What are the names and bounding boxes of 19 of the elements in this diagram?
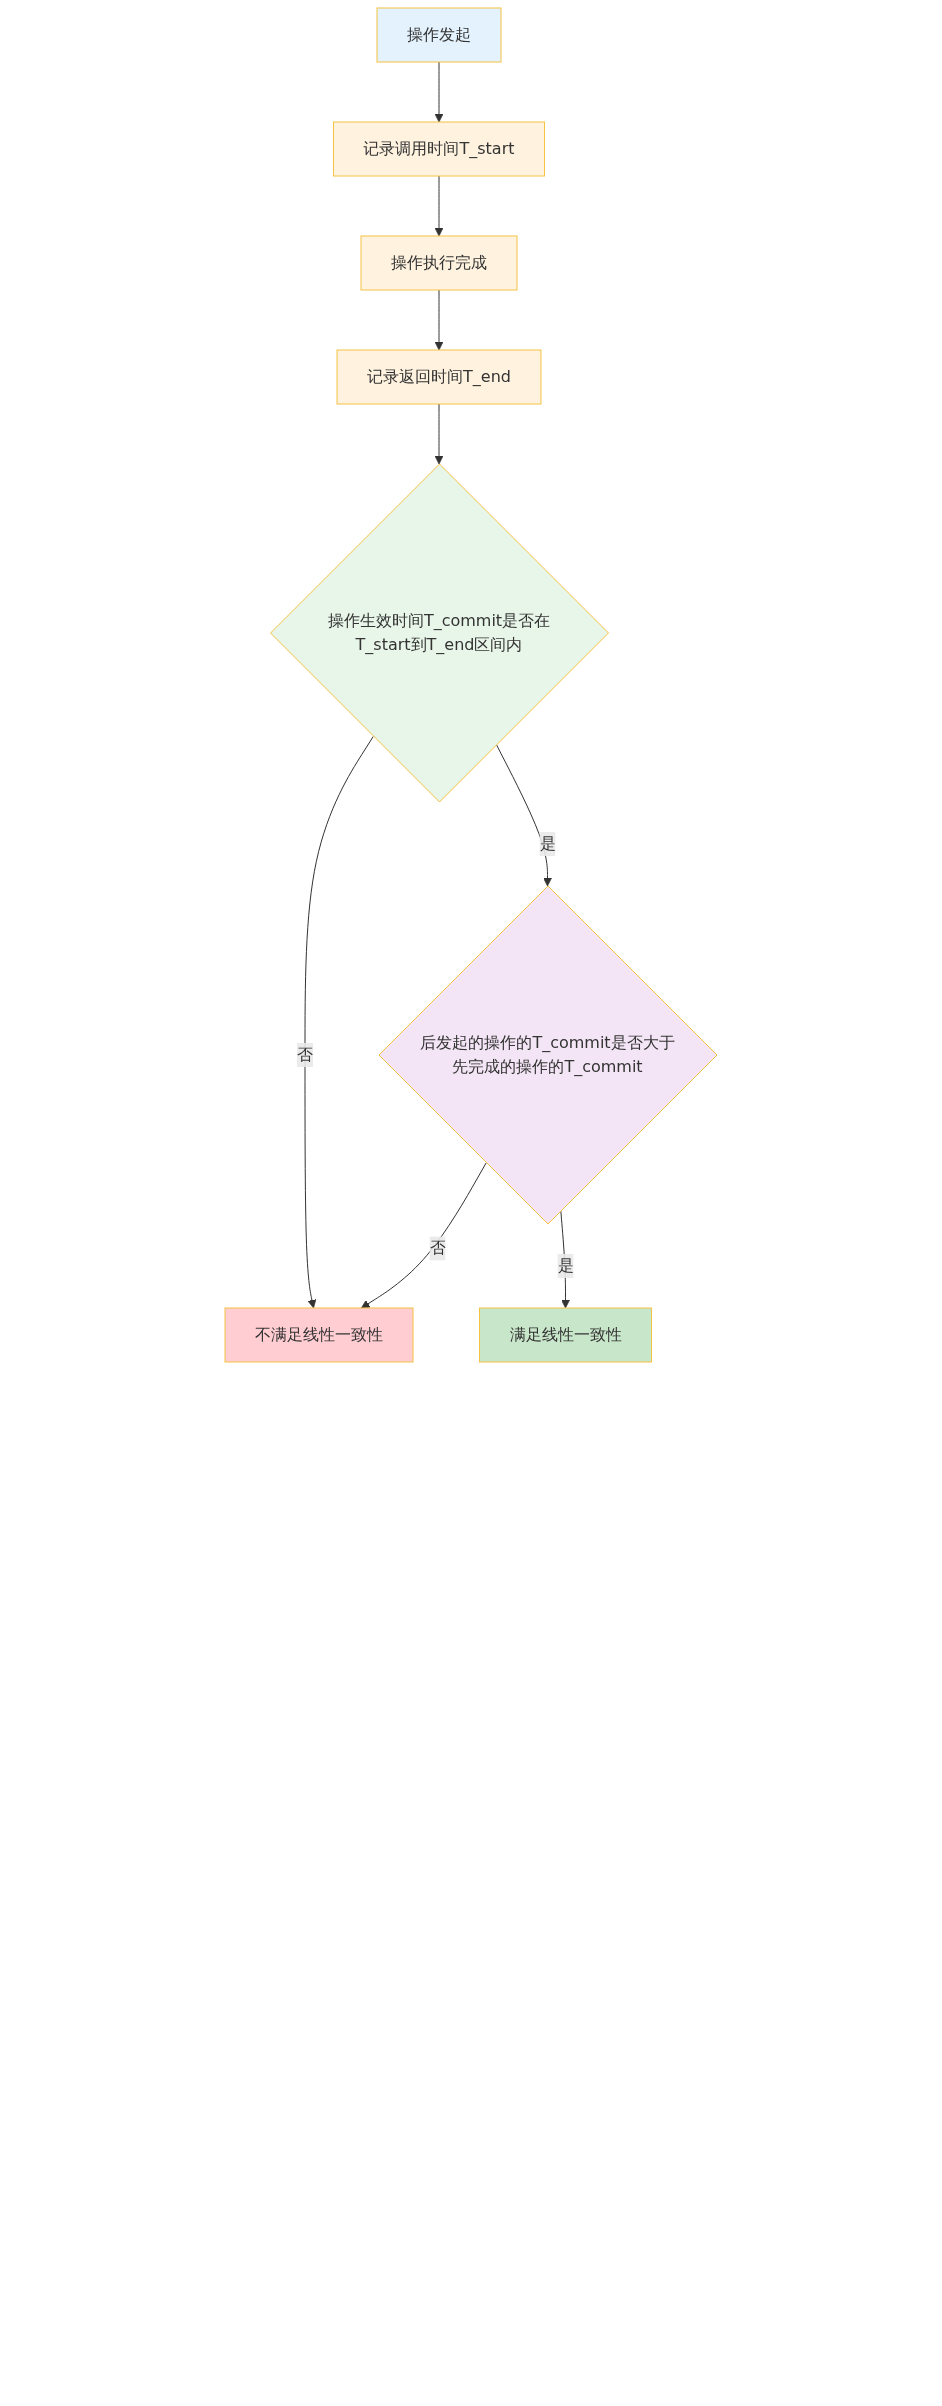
arrow [434,289,444,351]
arrow [434,175,444,237]
edge-label: 是 [557,1256,574,1275]
node-box: 记录返回时间T_end [336,349,542,405]
node-box: 操作执行完成 [360,235,518,291]
node-box: 满足线性一致性 [479,1307,652,1363]
arrow [434,61,444,123]
node-box: 不满足线性一致性 [224,1307,414,1363]
arrow [304,735,374,1309]
edge-label: 否 [429,1238,446,1258]
node-diamond: 后发起的操作的T_commit是否大于先完成的操作的T_commit [378,885,718,1225]
edge-label: 是 [539,834,556,853]
node-box: 记录调用时间T_start [333,121,545,177]
arrow [434,403,444,465]
arrow [495,744,552,887]
edge-label: 否 [297,1045,313,1064]
arrow [361,1162,487,1309]
node-diamond: 操作生效时间T_commit是否在T_start到T_end区间内 [270,463,609,803]
node-box: 操作发起 [376,7,502,63]
